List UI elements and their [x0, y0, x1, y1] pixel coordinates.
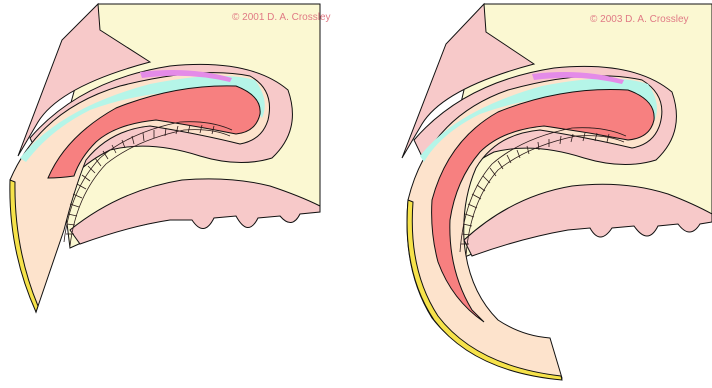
copyright-text: © 2003 D. A. Crossley	[590, 14, 689, 25]
copyright-text: © 2001 D. A. Crossley	[232, 12, 331, 23]
tooth-diagram-2003: © 2003 D. A. Crossley	[372, 0, 712, 388]
tooth-diagram-2001-svg: © 2001 D. A. Crossley	[0, 0, 340, 388]
tooth-diagram-2001: © 2001 D. A. Crossley	[0, 0, 340, 388]
tooth-diagram-2003-svg: © 2003 D. A. Crossley	[372, 0, 712, 388]
